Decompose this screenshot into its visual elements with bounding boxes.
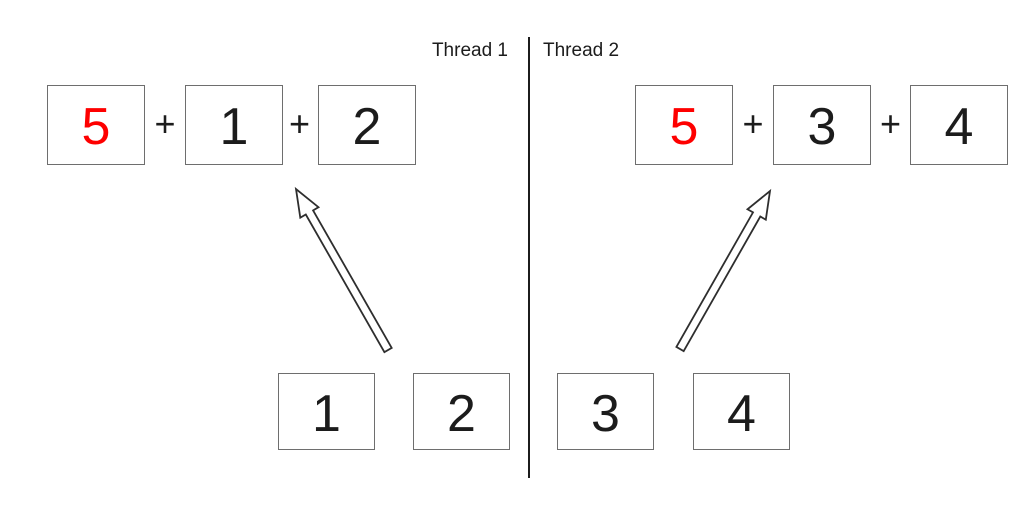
- thread1-accumulator-value: 5: [81, 98, 111, 156]
- thread1-sum-term-box: 1: [185, 85, 283, 165]
- thread1-source2-value: 2: [447, 384, 476, 443]
- thread2-source-box: 4: [693, 373, 790, 450]
- thread1-term2-value: 2: [352, 98, 382, 156]
- plus-operator: +: [288, 103, 311, 144]
- thread2-source2-value: 4: [727, 384, 756, 443]
- thread1-source1-value: 1: [312, 384, 341, 443]
- thread2-source1-value: 3: [591, 384, 620, 443]
- thread2-term2-value: 4: [944, 98, 974, 156]
- thread1-sum-term-box: 2: [318, 85, 416, 165]
- thread1-up-arrow: [294, 186, 393, 354]
- thread-divider-line: [528, 37, 530, 478]
- plus-operator: +: [879, 103, 902, 144]
- thread1-source-box: 2: [413, 373, 510, 450]
- thread2-sum-term-box: 3: [773, 85, 871, 165]
- thread2-label: Thread 2: [543, 40, 620, 61]
- thread2-source-box: 3: [557, 373, 654, 450]
- thread1-label: Thread 1: [431, 40, 508, 61]
- thread1-term1-value: 1: [219, 98, 249, 156]
- plus-operator: +: [154, 103, 176, 144]
- thread1-source-box: 1: [278, 373, 375, 450]
- thread2-term1-value: 3: [807, 98, 837, 156]
- thread2-accumulator-value: 5: [669, 98, 699, 156]
- plus-operator: +: [742, 103, 764, 144]
- thread2-accumulator-box: 5: [635, 85, 733, 165]
- thread2-up-arrow: [675, 188, 772, 353]
- thread1-accumulator-box: 5: [47, 85, 145, 165]
- thread2-sum-term-box: 4: [910, 85, 1008, 165]
